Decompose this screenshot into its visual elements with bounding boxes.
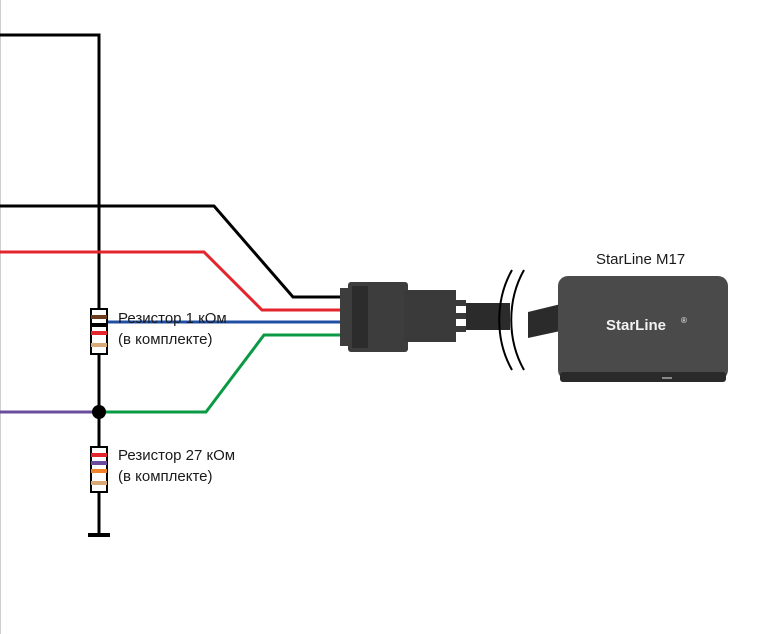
- junction-dot: [92, 405, 106, 419]
- resistor-27k: [90, 446, 108, 493]
- wire-black-top: [0, 33, 101, 310]
- module-brand: StarLine: [606, 317, 666, 334]
- wire-black: [0, 204, 345, 299]
- connector: [340, 282, 466, 352]
- resistor-1k-label: Резистор 1 кОм (в комплекте): [118, 308, 227, 350]
- module-brand-mark: ®: [681, 316, 687, 325]
- resistor-1k-label-line2: (в комплекте): [118, 331, 213, 348]
- device-title: StarLine M17: [596, 251, 686, 268]
- wire-red: [0, 250, 345, 312]
- resistor-1k-label-line1: Резистор 1 кОм: [118, 310, 227, 327]
- module-starline-m17: StarLine ®: [558, 276, 728, 382]
- resistor-27k-label-line2: (в комплекте): [118, 468, 213, 485]
- resistor-27k-label-line1: Резистор 27 кОм: [118, 447, 236, 464]
- cable: [466, 269, 565, 371]
- resistor-1k: [90, 308, 108, 355]
- resistor-27k-label: Резистор 27 кОм (в комплекте): [118, 445, 235, 487]
- wire-green: [99, 333, 345, 414]
